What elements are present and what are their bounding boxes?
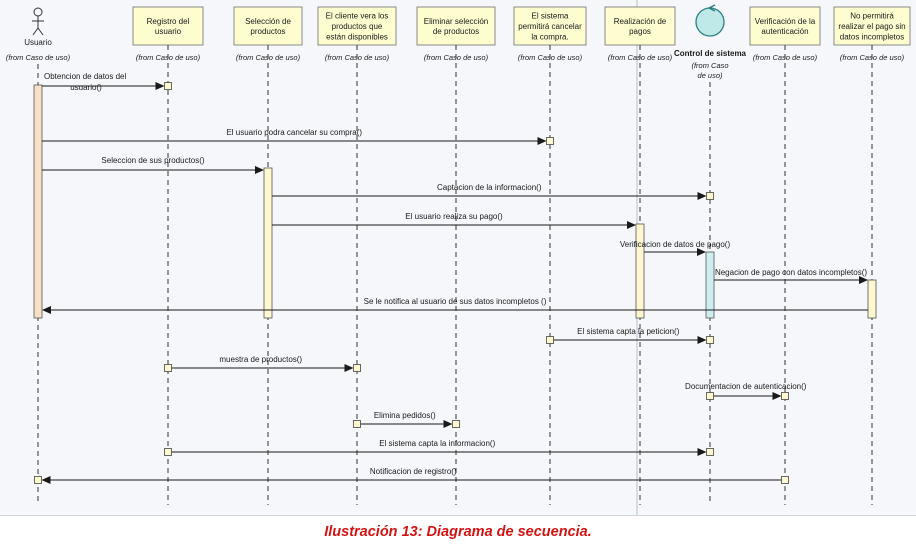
lifeline-label-nopermitira: datos incompletos: [840, 32, 904, 41]
message-source-box: [353, 420, 361, 428]
message-source-box: [706, 392, 714, 400]
lifeline-label-sistema: permitirá cancelar: [518, 22, 582, 31]
message-arrowhead: [155, 82, 165, 90]
lifeline-box-eliminar: [416, 6, 496, 46]
message-target-box: [353, 364, 361, 372]
message-arrowhead: [697, 448, 707, 456]
lifeline-label-usuario: Usuario: [24, 38, 52, 47]
control-icon: [695, 7, 725, 37]
message-target-box: [706, 192, 714, 200]
figure-caption: Ilustración 13: Diagrama de secuencia.: [324, 524, 592, 540]
message-target-box: [546, 137, 554, 145]
message-arrowhead: [443, 420, 453, 428]
lifeline-label-nopermitira: No permitirá: [850, 12, 894, 21]
message-target-box: [706, 448, 714, 456]
message-target-box: [781, 392, 789, 400]
message-label: Negacion de pago con datos incompletos(): [715, 268, 867, 277]
message-arrowhead: [41, 476, 51, 484]
message-label: Se le notifica al usuario de sus datos i…: [364, 297, 547, 306]
message-target-box: [452, 420, 460, 428]
message-arrowhead: [697, 336, 707, 344]
message-label: El sistema capta la informacion(): [379, 439, 495, 448]
message-arrowhead: [42, 306, 51, 314]
message-arrowhead: [772, 392, 782, 400]
message-arrowhead: [255, 166, 264, 174]
message-label: El sistema capta la peticion(): [577, 327, 680, 336]
lifeline-box-sistema: [513, 6, 587, 46]
lifeline-label-cliente: El cliente vera los: [326, 12, 389, 21]
message-label: El usuario podra cancelar su compra(): [226, 128, 362, 137]
activation-bar-usuario: [33, 84, 43, 319]
message-label: El usuario realiza su pago(): [405, 212, 503, 221]
lifeline-label-seleccion: productos: [250, 27, 285, 36]
message-source-box: [781, 476, 789, 484]
message-label: Obtencion de datos del: [44, 72, 127, 81]
message-label: muestra de productos(): [219, 355, 302, 364]
message-arrowhead: [859, 276, 868, 284]
message-arrowhead: [537, 137, 547, 145]
lifeline-label-registro: usuario: [155, 27, 182, 36]
lifeline-label-verificacion: Verificación de la: [755, 17, 816, 26]
lifeline-label-eliminar: Eliminar selección: [424, 17, 488, 26]
message-label: Captacion de la informacion(): [437, 183, 542, 192]
sequence-diagram: Usuario(from Caso de uso)Registro delusu…: [6, 0, 911, 515]
lifeline-from-usuario: (from Caso de uso): [6, 53, 71, 62]
message-label-cont: usuario(): [70, 83, 102, 92]
activation-bar-seleccion: [263, 167, 273, 319]
message-label: Documentacion de autenticacion(): [685, 382, 807, 391]
lifeline-label-pagos: pagos: [629, 27, 651, 36]
lifeline-label-registro: Registro del: [147, 17, 190, 26]
lifeline-label-cliente: están disponibles: [326, 32, 388, 41]
lifeline-label-eliminar: de productos: [433, 27, 479, 36]
message-label: Elimina pedidos(): [374, 411, 436, 420]
lifeline-label-verificacion: autenticación: [761, 27, 808, 36]
message-arrowhead: [697, 192, 707, 200]
message-label: Notificacion de registro(): [370, 467, 457, 476]
lifeline-box-seleccion: [233, 6, 303, 46]
activation-bar-pagos: [635, 223, 645, 319]
message-target-box: [34, 476, 42, 484]
message-arrowhead: [627, 221, 636, 229]
lifeline-label-sistema: la compra.: [531, 32, 568, 41]
lifeline-box-pagos: [604, 6, 676, 46]
actor-leg-left: [32, 27, 39, 36]
lifeline-label-pagos: Realización de: [614, 17, 667, 26]
message-target-box: [164, 82, 172, 90]
message-arrowhead: [697, 248, 706, 256]
actor-head: [33, 7, 43, 17]
actor-leg-right: [37, 27, 44, 36]
lifeline-box-registro: [132, 6, 204, 46]
message-source-box: [164, 448, 172, 456]
message-source-box: [164, 364, 172, 372]
message-source-box: [546, 336, 554, 344]
activation-bar-control: [705, 251, 715, 319]
lifeline-label-control: Control de sistema: [674, 49, 747, 58]
lifeline-box-verificacion: [749, 6, 821, 46]
message-target-box: [706, 336, 714, 344]
activation-bar-nopermitira: [867, 279, 877, 319]
lifeline-from-control: (from Caso: [691, 61, 728, 70]
lifeline-from-control-2: de uso): [697, 71, 723, 80]
message-arrowhead: [344, 364, 354, 372]
lifeline-label-cliente: productos que: [332, 22, 383, 31]
lifeline-label-sistema: El sistema: [532, 12, 569, 21]
message-label: Verificacion de datos de pago(): [620, 240, 731, 249]
lifeline-label-nopermitira: realizar el pago sin: [838, 22, 905, 31]
control-arrowhead: [708, 4, 716, 12]
lifeline-box-cliente: [317, 6, 397, 46]
message-label: Seleccion de sus productos(): [101, 156, 205, 165]
lifeline-label-seleccion: Selección de: [245, 17, 291, 26]
